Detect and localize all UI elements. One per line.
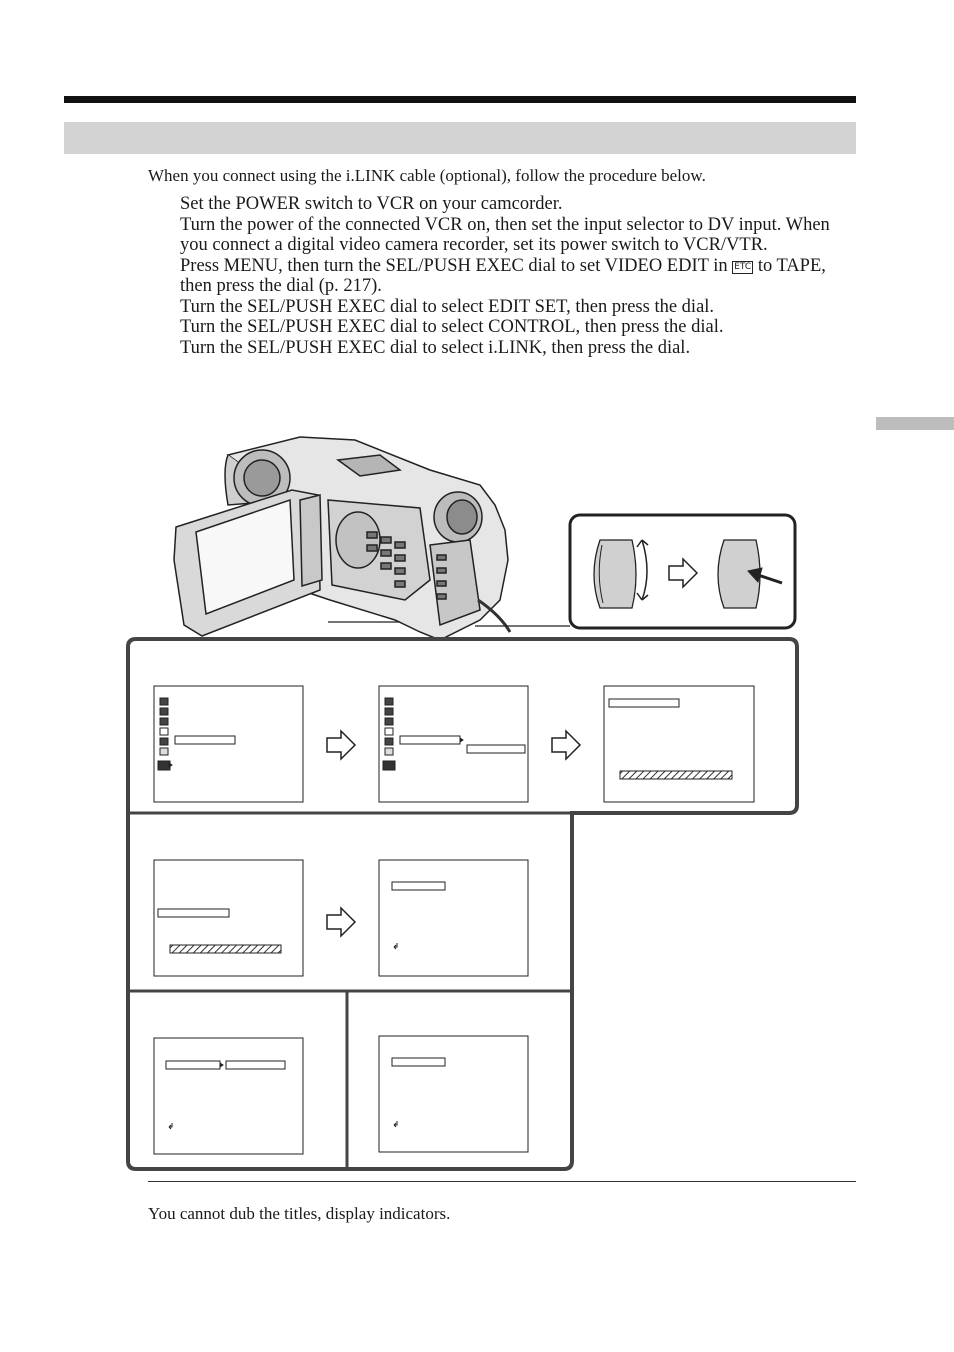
dial-inset (568, 513, 797, 630)
step-6: Turn the SEL/PUSH EXEC dial to select i.… (180, 337, 691, 358)
edit-set-screen (603, 685, 755, 803)
bottom-rule (148, 1181, 856, 1182)
control-select-screen (378, 859, 529, 977)
procedure-steps: Set the POWER switch to VCR on your camc… (180, 194, 856, 358)
ilink-select-screen (153, 1037, 304, 1155)
step-3-text-cont: to TAPE, then press the dial (p. 217). (180, 255, 826, 297)
screen-panel-frame (126, 637, 799, 1171)
step-1: Set the POWER switch to VCR on your camc… (180, 194, 563, 214)
intro-text: When you connect using the i.LINK cable … (148, 166, 706, 185)
arrow-2 (551, 730, 581, 760)
step-3: Press MENU, then turn the SEL/PUSH EXEC … (180, 256, 856, 297)
section-band (64, 122, 856, 154)
step-2: Turn the power of the connected VCR on, … (180, 214, 830, 256)
arrow-1 (326, 730, 356, 760)
note-text: You cannot dub the titles, display indic… (148, 1204, 451, 1223)
top-rule (64, 96, 856, 103)
camcorder-illustration (173, 436, 570, 641)
step-4: Turn the SEL/PUSH EXEC dial to select ED… (180, 296, 715, 317)
etc-icon: ETC (732, 260, 754, 274)
control-screen (153, 859, 304, 977)
ilink-set-screen (378, 1035, 529, 1153)
step-5: Turn the SEL/PUSH EXEC dial to select CO… (180, 317, 724, 337)
step-3-text: Press MENU, then turn the SEL/PUSH EXEC … (180, 255, 728, 276)
menu-screen-2 (378, 685, 529, 803)
side-tab (876, 417, 954, 430)
arrow-3 (326, 907, 356, 937)
menu-screen-1 (153, 685, 304, 803)
